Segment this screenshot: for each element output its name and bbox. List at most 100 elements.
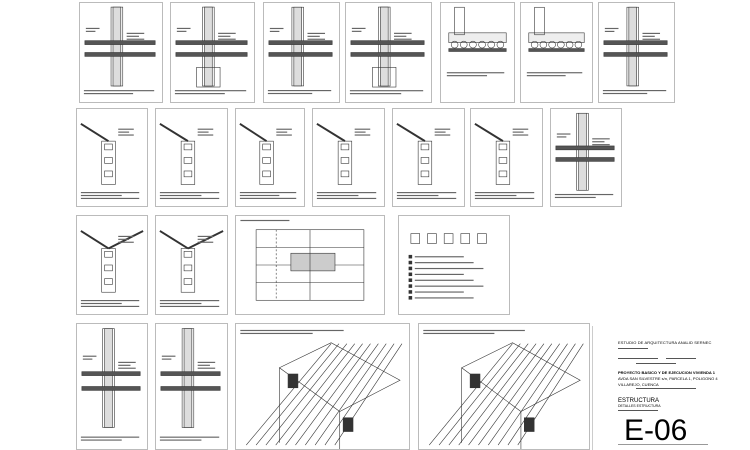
annotation-text — [161, 355, 176, 357]
text-line — [636, 388, 696, 390]
annotation-text — [197, 134, 214, 136]
detail-drawing — [240, 329, 403, 449]
annotation-text — [126, 38, 145, 40]
annotation-text — [554, 196, 596, 199]
drawing-line — [448, 343, 529, 446]
drawing-line — [340, 170, 350, 178]
wall-section — [337, 140, 353, 185]
detail-panel-axonometric — [418, 323, 590, 450]
detail-drawing — [316, 122, 377, 200]
detail-panel-wall-slab — [76, 323, 148, 450]
drawing-line — [290, 252, 336, 272]
annotation-text — [197, 238, 209, 240]
annotation-text — [126, 35, 139, 37]
detail-panel-roof-wall — [76, 108, 148, 207]
drawing-line — [160, 386, 221, 391]
annotation-text — [267, 92, 313, 95]
annotation-text — [354, 128, 371, 130]
annotation-text — [218, 35, 231, 37]
detail-drawing — [83, 6, 156, 95]
annotation-text — [526, 75, 566, 77]
slab-section — [350, 40, 425, 45]
drawing-line — [104, 264, 113, 272]
annotation-text — [414, 297, 474, 299]
drawing-line — [183, 278, 193, 285]
detail-drawing — [80, 230, 144, 307]
annotation-text — [642, 32, 661, 34]
annotation-text — [592, 138, 610, 140]
drawing-line — [448, 32, 507, 43]
slab-section — [84, 40, 156, 45]
drawing-line — [285, 343, 363, 446]
structure-block — [278, 342, 401, 412]
detail-drawing — [80, 122, 140, 200]
drawing-line — [275, 343, 355, 446]
sheet-number: E-06 — [624, 414, 688, 447]
annotation-text — [197, 361, 216, 363]
annotation-text — [423, 329, 525, 332]
drawing-line — [497, 343, 568, 446]
drawing-line — [342, 417, 354, 432]
detail-drawing — [408, 233, 487, 300]
drawing-line — [175, 52, 248, 57]
drawing-line — [104, 170, 113, 178]
drawing-line — [528, 32, 585, 43]
wall-section — [180, 140, 196, 185]
roof-slope — [159, 122, 189, 142]
drawing-line — [340, 143, 350, 151]
annotation-text — [118, 128, 134, 130]
detail-drawing — [526, 6, 585, 77]
annotation-text — [240, 329, 344, 332]
annotation-text — [159, 436, 220, 438]
drawing-line — [183, 157, 193, 164]
structure-block — [461, 342, 581, 412]
annotation-text — [512, 128, 529, 130]
annotation-text — [434, 131, 446, 133]
section-symbol — [410, 233, 420, 244]
annotation-text — [159, 192, 220, 194]
annotation-text — [592, 144, 610, 146]
annotation-text — [159, 305, 220, 308]
section-symbol — [477, 233, 487, 244]
annotation-text — [351, 30, 362, 32]
drawing-line — [262, 143, 271, 151]
annotation-text — [396, 194, 439, 197]
annotation-text — [240, 332, 313, 335]
annotation-text — [118, 364, 131, 366]
annotation-text — [197, 241, 214, 243]
slab-section — [81, 371, 141, 376]
detail-drawing — [423, 329, 584, 449]
section-symbol — [460, 233, 470, 244]
detail-panel-wall-slab-footing — [170, 2, 255, 103]
detail-panel-roof-wall — [312, 108, 385, 207]
annotation-text — [414, 267, 484, 270]
wall-section — [101, 248, 116, 293]
annotation-text — [446, 75, 488, 77]
annotation-text — [316, 192, 377, 194]
annotation-text — [118, 241, 134, 243]
annotation-text — [240, 219, 290, 222]
drawing-line — [295, 343, 371, 446]
annotation-text — [394, 38, 412, 40]
drawing-line — [262, 170, 271, 178]
drawing-line — [81, 386, 141, 391]
detail-drawing — [554, 112, 615, 199]
detail-drawing — [446, 6, 507, 77]
annotation-text — [414, 279, 474, 281]
roof-slope — [159, 230, 189, 250]
studio-name: ESTUDIO DE ARQUITECTURA ANALID SERNEC — [618, 340, 712, 345]
annotation-text — [414, 291, 464, 293]
annotation-text — [351, 27, 366, 30]
annotation-text — [118, 235, 134, 237]
drawing-line — [305, 343, 379, 446]
detail-panel-roof-wall — [155, 108, 228, 207]
annotation-text — [512, 134, 529, 136]
drawing-line — [408, 254, 413, 259]
annotation-text — [174, 90, 247, 92]
annotation-text — [394, 35, 407, 37]
section-subtitle: DETALLES ESTRUCTURA — [618, 404, 661, 408]
slab-section — [603, 40, 668, 45]
detail-panel-legend — [398, 215, 510, 315]
annotation-text — [176, 30, 187, 32]
scale-bar — [618, 444, 708, 446]
